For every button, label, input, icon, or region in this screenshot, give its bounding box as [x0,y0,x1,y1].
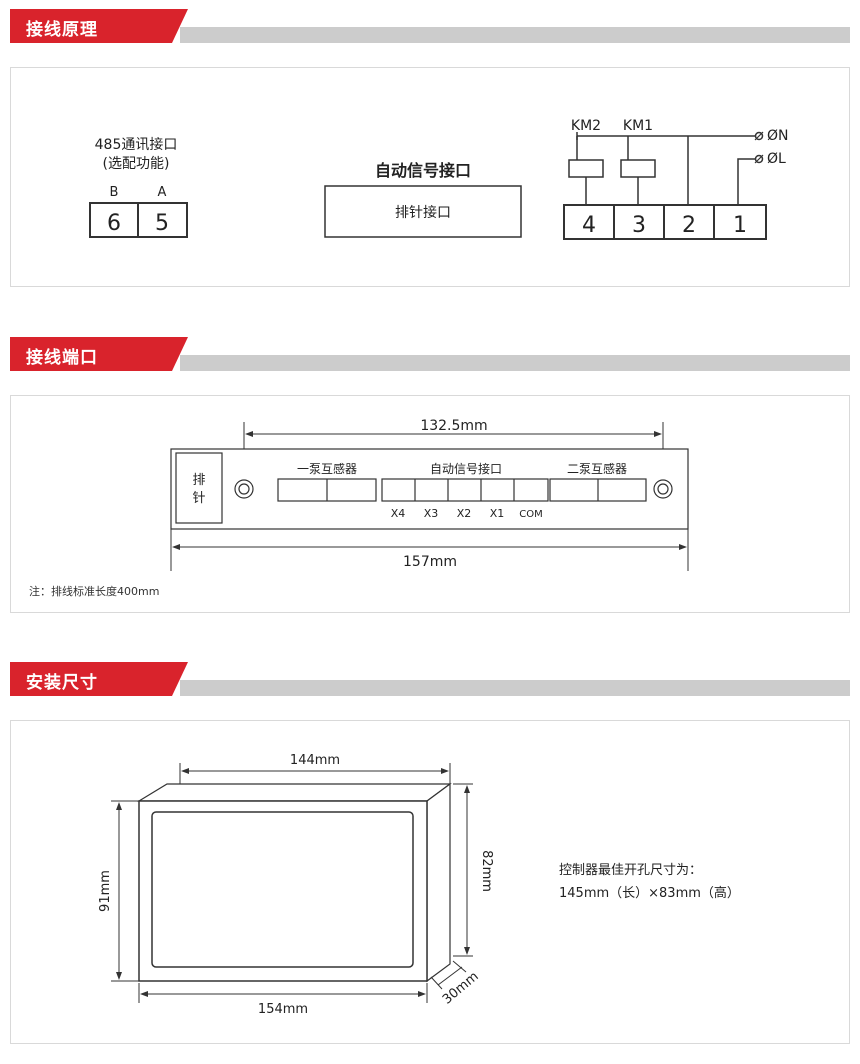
km2-coil [568,159,604,178]
pin-x2: X2 [457,507,472,520]
rs485-label-b: B [110,185,119,200]
rs485-subtitle: (选配功能) [103,156,170,172]
install-size-diagram: 144mm 91mm 82mm 154mm 30mm [98,753,494,1017]
cutout-spec-line1: 控制器最佳开孔尺寸为： [559,863,703,878]
pin-x4: X4 [391,507,406,520]
section-title: 安装尺寸 [26,673,98,693]
rs485-terminal-5: 5 [155,211,169,236]
cutout-spec: 控制器最佳开孔尺寸为： 145mm（长）×83mm（高） [559,859,740,905]
auto-signal-label: 自动信号接口 [430,461,502,476]
rs485-terminal-6: 6 [107,211,121,236]
pin-label-top: 排 [192,473,205,488]
pin-header [175,452,223,524]
dim-154mm: 154mm [258,1002,308,1017]
dim-132-5mm: 132.5mm [420,418,487,434]
device-screen [151,811,414,968]
cutout-spec-line2: 145mm（长）×83mm（高） [559,886,740,901]
pin-header-label: 排针接口 [395,204,451,221]
install-size-panel: 144mm 91mm 82mm 154mm 30mm 控制器最佳开孔 [10,720,850,1044]
dim-157mm: 157mm [403,554,457,570]
section-header-install-size: 安装尺寸 [10,662,850,698]
rs485-label-a: A [158,185,167,200]
section-title: 接线原理 [26,20,98,40]
auto-signal-title: 自动信号接口 [375,161,471,180]
section-title: 接线端口 [26,348,98,368]
terminal-3: 3 [632,213,646,238]
pin-x3: X3 [424,507,439,520]
dim-91mm: 91mm [98,870,113,912]
km1-label: KM1 [623,118,653,134]
section-header-bar [10,337,850,371]
section-header-wiring-ports: 接线端口 [10,337,850,373]
l-label: ØL [767,151,786,167]
pump2-ct-label: 二泵互感器 [567,461,627,476]
wiring-ports-diagram: 132.5mm 排 针 一泵互感器 自动信号接口 二泵互感器 X4 X3 X2 … [170,418,689,571]
wiring-ports-panel: 132.5mm 排 针 一泵互感器 自动信号接口 二泵互感器 X4 X3 X2 … [10,395,850,613]
pin-label-bottom: 针 [192,491,205,506]
wiring-principle-panel: 485通讯接口 (选配功能) B A 6 5 自动信号接口 排针接口 KM2 K… [10,67,850,287]
section-header-wiring-principle: 接线原理 [10,9,850,45]
km2-label: KM2 [571,118,601,134]
terminal-2: 2 [682,213,696,238]
cable-length-note: 注：排线标准长度400mm [29,585,160,598]
pin-com: COM [519,509,542,520]
km1-coil [620,159,656,178]
rs485-title: 485通讯接口 [95,136,178,153]
dim-30mm: 30mm [440,969,482,1007]
pump1-ct-label: 一泵互感器 [297,461,357,476]
section-header-bar [10,662,850,696]
wiring-principle-diagram: 485通讯接口 (选配功能) B A 6 5 自动信号接口 排针接口 KM2 K… [89,118,789,240]
pin-x1: X1 [490,507,505,520]
n-label: ØN [767,128,789,144]
dim-82mm: 82mm [479,850,494,892]
terminal-1: 1 [733,213,747,238]
section-header-bar [10,9,850,43]
auto-signal-connector [381,478,549,502]
pin-header-box [324,185,522,238]
dim-144mm: 144mm [290,753,340,768]
terminal-4: 4 [582,213,596,238]
